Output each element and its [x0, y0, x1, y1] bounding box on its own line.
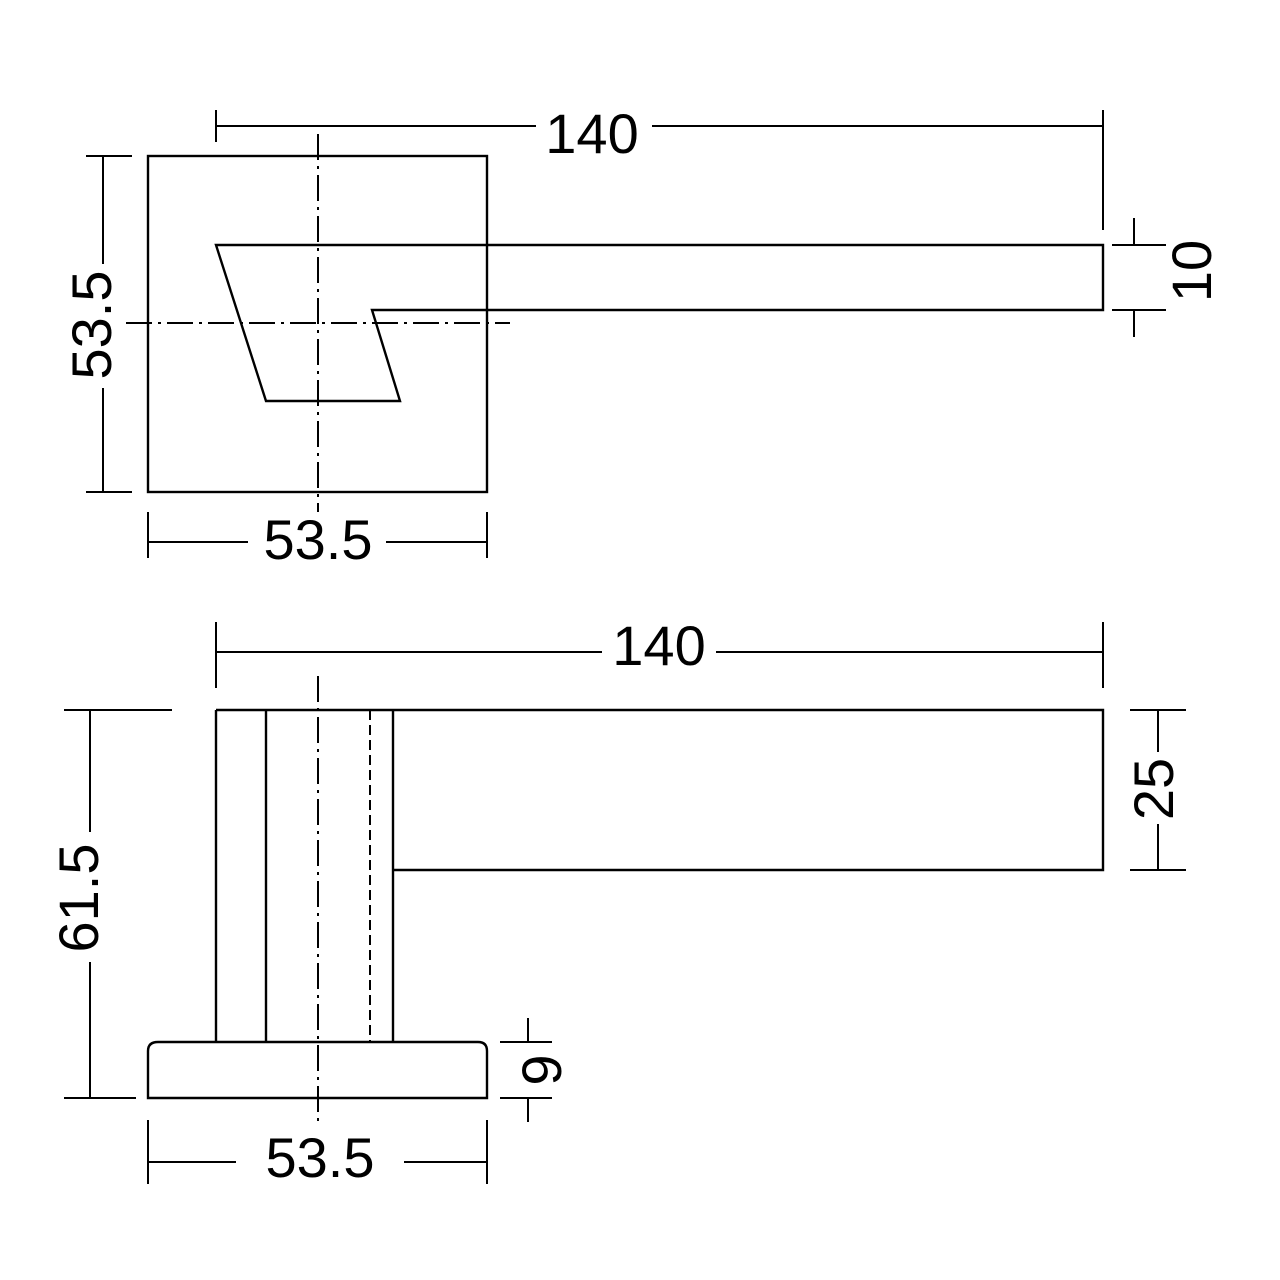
- top-rose-height-label: 53.5: [60, 271, 123, 380]
- top-length-label: 140: [545, 102, 638, 165]
- side-view-rose-outline: [146, 1040, 489, 1100]
- side-total-height-label: 61.5: [47, 844, 110, 953]
- top-rose-height-dimension: 53.5: [60, 155, 132, 493]
- side-view: 140 61.5 25 9: [47, 614, 1186, 1189]
- side-lever-height-label: 25: [1122, 758, 1185, 820]
- top-view-lever-outline: [214, 243, 1105, 403]
- top-rose-width-label: 53.5: [264, 508, 373, 571]
- top-rose-width-dimension: 53.5: [147, 508, 488, 571]
- side-lever-height-dimension: 25: [1122, 709, 1186, 871]
- side-view-lever-outline: [216, 708, 1105, 872]
- top-view: 140 53.5 53.5 10: [60, 102, 1223, 571]
- side-rose-thickness-dimension: 9: [500, 1018, 573, 1122]
- top-length-dimension: 140: [215, 102, 1104, 230]
- top-lever-thickness-dimension: 10: [1112, 218, 1223, 337]
- top-lever-thickness-label: 10: [1160, 240, 1223, 302]
- side-rose-width-label: 53.5: [266, 1126, 375, 1189]
- side-total-height-dimension: 61.5: [47, 709, 172, 1099]
- side-rose-thickness-label: 9: [510, 1054, 573, 1085]
- side-length-label: 140: [612, 614, 705, 677]
- side-rose-width-dimension: 53.5: [147, 1120, 488, 1189]
- side-length-dimension: 140: [215, 614, 1104, 688]
